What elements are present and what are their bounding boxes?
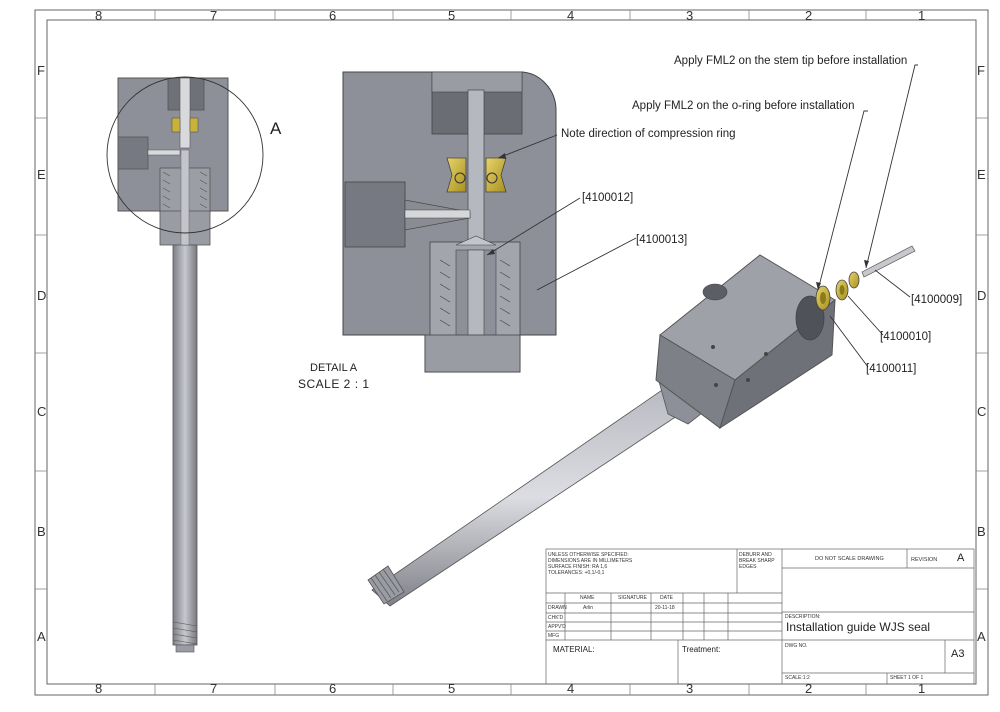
- part-number-label: [4100011]: [866, 363, 917, 375]
- row-label-left: F: [37, 63, 45, 78]
- sheet-size: A3: [951, 648, 965, 660]
- spec-line: SURFACE FINISH: RA 1,6: [548, 564, 608, 570]
- deburr-note: DEBURR AND BREAK SHARP EDGES: [739, 552, 775, 570]
- part-number-label: [4100010]: [880, 331, 932, 343]
- col-label-top: 6: [329, 8, 337, 23]
- spec-line: UNLESS OTHERWISE SPECIFIED:: [548, 552, 629, 558]
- col-date-header: DATE: [660, 595, 673, 601]
- spec-line: TOLERANCES: +0,1/-0,1: [548, 570, 605, 576]
- title-block: [545, 548, 975, 685]
- sheet-frame: [34, 9, 989, 696]
- description-label: DESCRIPTION:: [785, 614, 821, 620]
- spec-line: DIMENSIONS ARE IN MILLIMETERS: [548, 558, 633, 564]
- row-label-right: A: [977, 629, 986, 644]
- description-value: Installation guide WJS seal: [786, 620, 931, 634]
- drawn-date: 20-11-18: [655, 605, 675, 611]
- row-label-left: B: [37, 524, 46, 539]
- row-mfg: MFG: [548, 633, 560, 639]
- row-label-left: A: [37, 629, 46, 644]
- part-number-label: [4100009]: [911, 294, 963, 306]
- col-label-top: 8: [95, 8, 103, 23]
- col-label-bottom: 7: [210, 681, 218, 696]
- col-label-top: 5: [448, 8, 456, 23]
- row-drawn: DRAWN: [548, 605, 567, 611]
- col-label-top: 3: [686, 8, 694, 23]
- row-label-right: C: [977, 404, 987, 419]
- tolerance-spec: UNLESS OTHERWISE SPECIFIED: DIMENSIONS A…: [548, 552, 632, 576]
- row-checked: CHK'D: [548, 615, 564, 621]
- deburr-line: BREAK SHARP: [739, 558, 775, 564]
- deburr-line: DEBURR AND: [739, 552, 772, 558]
- dwg-no-label: DWG NO.: [785, 643, 808, 649]
- scale-label: SCALE:1:2: [785, 675, 810, 681]
- detail-scale: SCALE 2 : 1: [298, 377, 370, 391]
- detail-marker: A: [270, 119, 282, 138]
- col-label-bottom: 5: [448, 681, 456, 696]
- col-label-bottom: 1: [918, 681, 926, 696]
- row-label-left: D: [37, 288, 47, 303]
- col-label-top: 7: [210, 8, 218, 23]
- part-number-label: [4100013]: [636, 234, 688, 246]
- col-label-bottom: 4: [567, 681, 575, 696]
- revision-label: REVISION: [911, 557, 938, 563]
- note-stem-tip: Apply FML2 on the stem tip before instal…: [674, 55, 908, 67]
- col-label-top: 4: [567, 8, 575, 23]
- col-label-top: 1: [918, 8, 926, 23]
- col-name-header: NAME: [580, 595, 595, 601]
- detail-title: DETAIL A: [310, 362, 358, 374]
- deburr-line: EDGES: [739, 564, 757, 570]
- col-label-bottom: 3: [686, 681, 694, 696]
- do-not-scale: DO NOT SCALE DRAWING: [815, 556, 884, 562]
- detail-circle: [106, 76, 264, 234]
- material-label: MATERIAL:: [553, 645, 595, 654]
- row-approved: APPV'D: [548, 624, 566, 630]
- row-label-left: C: [37, 404, 47, 419]
- col-label-bottom: 6: [329, 681, 337, 696]
- isometric-view: [367, 245, 916, 607]
- row-label-right: B: [977, 524, 986, 539]
- part-number-label: [4100012]: [582, 192, 634, 204]
- treatment-label: Treatment:: [682, 645, 721, 654]
- row-label-right: D: [977, 288, 987, 303]
- row-label-right: E: [977, 167, 986, 182]
- detail-view: [342, 71, 557, 373]
- revision-value: A: [957, 552, 965, 564]
- leader-lines: [486, 64, 918, 368]
- row-label-left: E: [37, 167, 46, 182]
- col-label-bottom: 2: [805, 681, 813, 696]
- col-label-bottom: 8: [95, 681, 103, 696]
- row-label-right: F: [977, 63, 985, 78]
- sheet-label: SHEET 1 OF 1: [890, 675, 924, 681]
- col-label-top: 2: [805, 8, 813, 23]
- note-compression-ring: Note direction of compression ring: [561, 128, 736, 140]
- drawn-name: Arlin: [583, 605, 594, 611]
- col-signature-header: SIGNATURE: [618, 595, 647, 601]
- section-view: [106, 76, 264, 653]
- note-oring: Apply FML2 on the o-ring before installa…: [632, 100, 855, 112]
